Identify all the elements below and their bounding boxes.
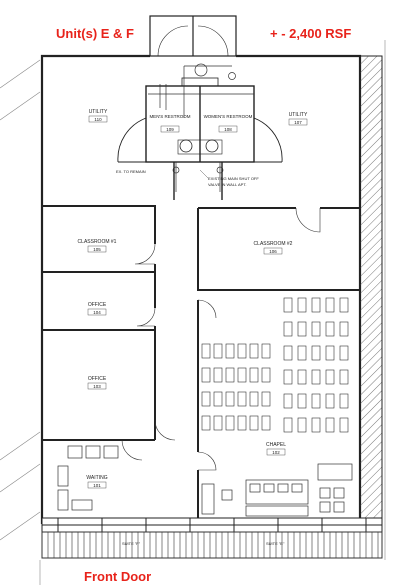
- storefront: [41, 517, 383, 533]
- room-name: CLASSROOM #1: [78, 239, 117, 245]
- units-label: Unit(s) E & F: [56, 26, 134, 41]
- door-swings: [121, 207, 321, 471]
- room-number: 109: [166, 127, 174, 132]
- room-office-103: OFFICE 103: [87, 376, 107, 390]
- room-number: 101: [93, 483, 101, 488]
- room-waiting-101: WAITING 101: [86, 475, 108, 489]
- room-name: WAITING: [86, 475, 107, 481]
- room-name: CHAPEL: [266, 442, 286, 448]
- interior-walls: [42, 205, 360, 518]
- note-shutoff-line2: VALVE IN WALL APT.: [208, 182, 246, 187]
- room-number: 105: [93, 247, 101, 252]
- room-classroom-105: CLASSROOM #1 105: [78, 239, 117, 253]
- sidewalk: [41, 531, 383, 559]
- note-ex-to-remain: EX. TO REMAIN: [116, 169, 146, 174]
- room-office-104: OFFICE 104: [87, 302, 107, 316]
- pew-block-left: [201, 343, 271, 431]
- room-utility-107: UTILITY 107: [289, 112, 308, 126]
- room-name: OFFICE: [88, 376, 107, 382]
- hatched-wall: [359, 55, 383, 527]
- note-leader: [199, 169, 209, 179]
- room-utility-110: UTILITY 110: [89, 109, 108, 123]
- room-name: UTILITY: [89, 109, 108, 115]
- chapel-furniture: [201, 463, 353, 517]
- room-number: 104: [93, 310, 101, 315]
- room-chapel-102: CHAPEL 102: [266, 442, 286, 456]
- plumbing-lines: [148, 63, 254, 192]
- room-name: WOMEN'S RESTROOM: [204, 114, 253, 119]
- room-number: 107: [294, 120, 302, 125]
- suite-f-label: SUITE "F": [122, 541, 141, 546]
- room-number: 102: [272, 450, 280, 455]
- area-label: + - 2,400 RSF: [270, 26, 352, 41]
- chapel-seating: [201, 297, 349, 433]
- room-name: CLASSROOM #2: [254, 241, 293, 247]
- adjacent-lines: [0, 40, 386, 585]
- room-womens-restroom: WOMEN'S RESTROOM 108: [204, 114, 253, 133]
- pew-block-right: [283, 297, 349, 433]
- room-name: UTILITY: [289, 112, 308, 118]
- suite-e-label: SUITE "E": [266, 541, 285, 546]
- note-shutoff-line1: EXISTING MAIN SHUT OFF: [208, 176, 259, 181]
- rear-vestibule: [149, 15, 237, 57]
- front-door-label: Front Door: [84, 569, 152, 584]
- room-mens-restroom: MEN'S RESTROOM 109: [149, 114, 191, 133]
- room-number: 110: [94, 117, 102, 122]
- waiting-chairs: [57, 445, 119, 511]
- room-name: OFFICE: [88, 302, 107, 308]
- room-number: 108: [224, 127, 232, 132]
- room-number: 103: [93, 384, 101, 389]
- room-number: 106: [269, 249, 277, 254]
- room-classroom-106: CLASSROOM #2 106: [254, 241, 293, 255]
- room-name: MEN'S RESTROOM: [149, 114, 190, 119]
- restroom-block: [117, 77, 283, 200]
